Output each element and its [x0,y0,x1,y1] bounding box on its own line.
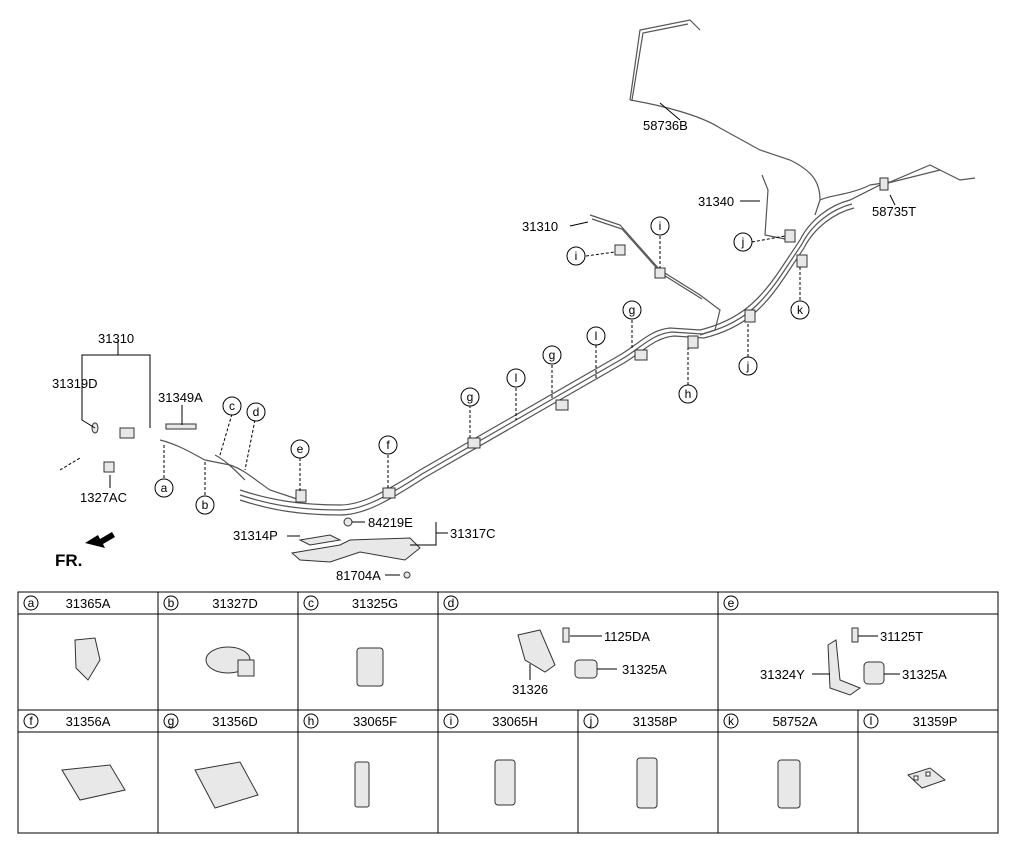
svg-text:f: f [386,438,390,452]
svg-text:b: b [168,596,175,610]
legend-part-f: 31356A [66,714,111,729]
callout-k: k [790,300,810,320]
front-label: FR. [55,551,82,570]
svg-text:g: g [549,348,556,362]
main-fuel-pipe-bundle [85,19,976,579]
callout-g3: g [622,300,642,320]
legend-e-31325A: 31325A [902,667,947,682]
svg-text:g: g [467,390,474,404]
svg-text:a: a [161,481,168,495]
legend-part-i: 33065H [492,714,538,729]
legend-part-a: 31365A [66,596,111,611]
svg-text:i: i [450,714,453,728]
legend-cell-h: h 33065F [303,713,397,808]
svg-text:i: i [575,249,578,263]
label-58736B: 58736B [643,118,688,133]
legend-cell-j: j 31358P [583,713,678,809]
label-31319D: 31319D [52,376,98,391]
legend-table: a 31365A b 31327D c 31325G d 1125DA 3132… [17,591,999,834]
callout-h: h [678,384,698,404]
svg-text:j: j [741,235,745,249]
legend-part-g: 31356D [212,714,258,729]
legend-cell-c: c 31325G [303,595,398,687]
legend-cell-e: e 31125T 31324Y 31325A [723,595,947,696]
legend-part-k: 58752A [773,714,818,729]
svg-text:l: l [515,371,518,385]
label-31317C: 31317C [450,526,496,541]
callout-a: a [154,478,174,498]
label-1327AC: 1327AC [80,490,127,505]
svg-text:g: g [629,303,636,317]
svg-text:f: f [29,714,33,728]
legend-cell-g: g 31356D [163,713,259,809]
callout-j2: j [738,356,758,376]
legend-d-31326: 31326 [512,682,548,697]
svg-text:b: b [202,498,209,512]
svg-text:a: a [28,596,35,610]
callout-l2: l [586,326,606,346]
label-31314P: 31314P [233,528,278,543]
label-31310-right: 31310 [522,219,558,234]
svg-text:h: h [685,387,692,401]
legend-cell-b: b 31327D [163,595,258,677]
legend-part-l: 31359P [913,714,958,729]
legend-cell-f: f 31356A [23,713,126,801]
svg-text:d: d [253,405,260,419]
svg-text:k: k [797,303,804,317]
svg-text:d: d [448,596,455,610]
label-31349A: 31349A [158,390,203,405]
callout-e: e [290,439,310,459]
label-31340: 31340 [698,194,734,209]
legend-cell-k: k 58752A [723,713,818,809]
legend-e-31125T: 31125T [880,629,923,644]
callout-c: c [222,396,242,416]
callout-i2: i [650,216,670,236]
label-81704A: 81704A [336,568,381,583]
legend-cell-i: i 33065H [443,713,538,806]
part-labels: 58736B 58735T 31340 31310 31310 31319D 3… [52,118,916,583]
svg-text:h: h [308,714,315,728]
legend-d-1125DA: 1125DA [604,629,650,644]
callout-f: f [378,435,398,455]
label-84219E: 84219E [368,515,413,530]
callout-d: d [246,402,266,422]
label-58735T: 58735T [872,204,916,219]
svg-text:e: e [297,442,304,456]
legend-d-31325A: 31325A [622,662,667,677]
svg-text:c: c [308,596,314,610]
svg-text:j: j [589,714,593,728]
callout-circles: a b c d e f g l g l g h j k j i i [154,216,810,515]
callout-g1: g [460,387,480,407]
legend-part-b: 31327D [212,596,258,611]
callout-i1: i [566,246,586,266]
svg-text:i: i [659,219,662,233]
callout-g2: g [542,345,562,365]
legend-e-31324Y: 31324Y [760,667,805,682]
svg-text:j: j [746,359,750,373]
svg-text:c: c [229,399,235,413]
svg-text:l: l [870,714,873,728]
svg-text:e: e [728,596,735,610]
pipe-assembly: 58736B 58735T 31340 31310 31310 31319D 3… [52,19,976,583]
label-31310-left: 31310 [98,331,134,346]
svg-text:l: l [595,329,598,343]
legend-part-c: 31325G [352,596,398,611]
callout-j1: j [733,232,753,252]
svg-text:g: g [168,714,175,728]
callout-b: b [195,495,215,515]
legend-part-j: 31358P [633,714,678,729]
legend-cell-d: d 1125DA 31326 31325A [443,595,667,697]
svg-text:k: k [728,714,735,728]
leader-lines [59,102,896,576]
legend-cell-a: a 31365A [23,595,111,681]
callout-l1: l [506,368,526,388]
legend-part-h: 33065F [353,714,397,729]
legend-cell-l: l 31359P [863,713,958,789]
